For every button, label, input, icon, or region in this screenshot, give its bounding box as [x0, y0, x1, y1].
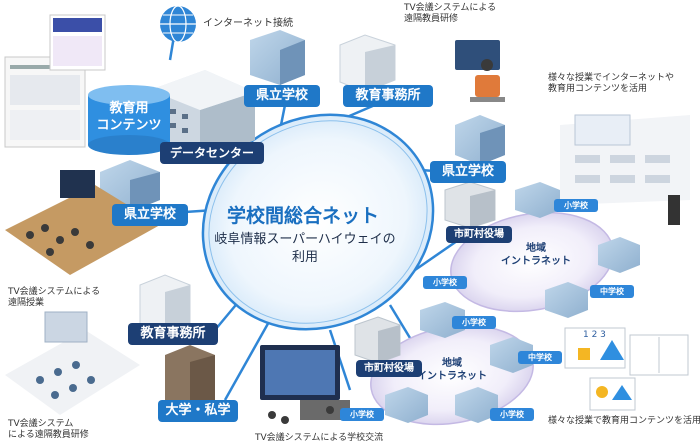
intranet-upper-line1: 地域 [526, 243, 546, 254]
remote-training-bottom-illustration [5, 311, 140, 415]
upper-school-label-1: 小学校 [554, 199, 598, 212]
prefectural-school-building-right-icon [455, 115, 505, 165]
classes-internet-caption-line1: 様々な授業でインターネットや [548, 73, 675, 83]
tv-school-exchange-caption: TV会議システムによる学校交流 [255, 433, 384, 443]
lower-school-label-1: 小学校 [452, 316, 496, 329]
lower-school-label-2: 中学校 [518, 351, 562, 364]
education-office-bottom-label: 教育事務所 [128, 323, 218, 345]
internet-caption: インターネット接続 [203, 18, 293, 29]
education-office-building-top-icon [339, 34, 396, 93]
core-network-subtitle-line1: 岐阜情報スーパーハイウェイの [214, 232, 396, 247]
educational-contents-line1: 教育用 [109, 101, 149, 116]
university-building-icon [165, 345, 215, 410]
tv-training-top-caption-line1: TV会議システムによる [404, 3, 497, 13]
numbers-card-text: 1 2 3 [583, 330, 606, 340]
core-network-subtitle-line2: 利用 [291, 250, 318, 265]
remote-teacher-training-illustration [455, 40, 505, 102]
municipal-office-building-upper-icon [444, 181, 496, 229]
intranet-lower-line2: イントラネット [417, 371, 487, 382]
municipal-office-upper-label: 市町村役場 [446, 226, 512, 243]
lower-school-label-3: 小学校 [340, 408, 384, 421]
university-label: 大学・私学 [158, 400, 238, 422]
tv-remote-class-caption-line2: 遠隔授業 [8, 298, 45, 308]
data-center-label: データセンター [160, 142, 264, 164]
prefectural-school-right-label: 県立学校 [430, 161, 506, 183]
core-network-subtitle: 岐阜情報スーパーハイウェイの 利用 [205, 231, 405, 267]
tv-training-top-caption-line2: 遠隔教員研修 [404, 14, 459, 24]
prefectural-school-top-label: 県立学校 [244, 85, 320, 107]
municipal-office-building-lower-icon [354, 316, 401, 364]
municipal-office-lower-label: 市町村役場 [356, 360, 422, 377]
tv-training-bottom-caption-line2: による遠隔教員研修 [8, 430, 89, 440]
contents-database-icon [88, 85, 170, 155]
intranet-lower-line1: 地域 [442, 358, 462, 369]
education-office-top-label: 教育事務所 [343, 85, 433, 107]
prefectural-school-building-top-icon [250, 30, 305, 85]
contents-screens-icon [4, 14, 106, 148]
intranet-lower-label: 地域 イントラネット [412, 357, 492, 383]
tv-remote-class-caption-line1: TV会議システムによる [8, 287, 101, 297]
intranet-upper-line2: イントラネット [501, 256, 571, 267]
core-network-ring [201, 113, 435, 331]
intranet-upper-label: 地域 イントラネット [496, 242, 576, 268]
educational-contents-line2: コンテンツ [96, 118, 162, 133]
globe-icon [160, 5, 196, 43]
tv-training-bottom-caption-line1: TV会議システム [8, 419, 74, 429]
lower-school-label-4: 小学校 [490, 408, 534, 421]
school-exchange-illustration [260, 345, 350, 424]
core-network-title: 学校間総合ネット [226, 205, 379, 227]
upper-school-label-2: 小学校 [423, 276, 467, 289]
upper-school-label-3: 中学校 [590, 285, 634, 298]
prefectural-school-left-label: 県立学校 [112, 204, 188, 226]
classroom-internet-illustration [560, 114, 690, 225]
contents-use-illustration [564, 327, 689, 411]
educational-contents-label: 教育用 コンテンツ [88, 100, 170, 134]
education-office-building-bottom-icon [139, 274, 191, 336]
intranet-school-buildings [385, 182, 640, 423]
classes-internet-caption-line2: 教育用コンテンツを活用 [548, 84, 648, 94]
classes-contents-caption: 様々な授業で教育用コンテンツを活用 [548, 416, 700, 426]
